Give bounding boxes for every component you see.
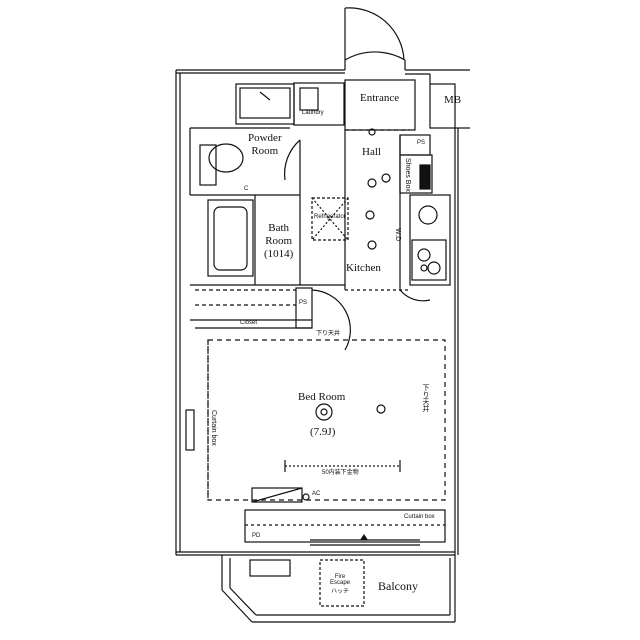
shoe-box-outline (399, 154, 433, 194)
fire-escape-hatch (319, 559, 365, 607)
label-powder-room: Powder Room (248, 132, 282, 157)
left-window (185, 409, 195, 451)
kitchen-counter (409, 194, 451, 286)
label-balcony: Balcony (378, 579, 418, 593)
laundry-area (293, 82, 345, 126)
label-kitchen: Kitchen (346, 262, 381, 274)
label-hall: Hall (362, 146, 381, 158)
outdoor-unit (249, 559, 291, 577)
ps-closet-box (295, 287, 313, 329)
entrance-area (344, 79, 416, 131)
label-bed-room: Bed Room (298, 391, 346, 403)
label-laundry: Laundry (302, 110, 324, 116)
label-refrigerator: Refrigerator (314, 214, 346, 220)
label-fire-escape: Fire Escape ハッチ (330, 574, 351, 595)
entrance-door (344, 7, 406, 70)
label-bath-room: Bath Room (1014) (264, 222, 294, 260)
bathtub (207, 199, 254, 277)
label-closet: Closet (240, 320, 258, 326)
toilet (208, 143, 244, 173)
bedroom-ceiling-outline (207, 339, 446, 501)
label-c-mark: C (244, 186, 249, 192)
ceiling-light (315, 403, 333, 421)
curtain-box-bottom (244, 509, 446, 543)
exterior-walls (175, 69, 470, 556)
label-ac: AC (312, 491, 321, 497)
label-entrance: Entrance (360, 92, 400, 104)
label-shoe-box: Shoes Box (404, 158, 411, 192)
label-ps-closet: PS (299, 300, 308, 306)
label-pd: PD (252, 533, 261, 539)
north-arrow-marker (360, 534, 368, 540)
label-curtain-box-bottom: Curtain box (404, 514, 435, 520)
balcony-outline (221, 555, 456, 623)
sink-counter (235, 83, 295, 125)
ps-top-box (399, 134, 431, 156)
label-wd: W.D (394, 228, 401, 242)
ac-unit (251, 487, 303, 503)
label-down-ceiling-right: 下り天井 (422, 384, 429, 412)
refrigerator-space (311, 197, 349, 241)
label-mb: MB (444, 94, 462, 106)
label-bed-room-size: (7.9J) (310, 426, 336, 438)
label-ps-top: PS (417, 140, 426, 146)
mb-box (429, 83, 456, 129)
label-indirect-light: 50内装下金物 (322, 470, 359, 476)
label-down-ceiling-top: 下り天井 (316, 331, 341, 337)
label-curtain-box-left: Curtain box (210, 410, 217, 446)
